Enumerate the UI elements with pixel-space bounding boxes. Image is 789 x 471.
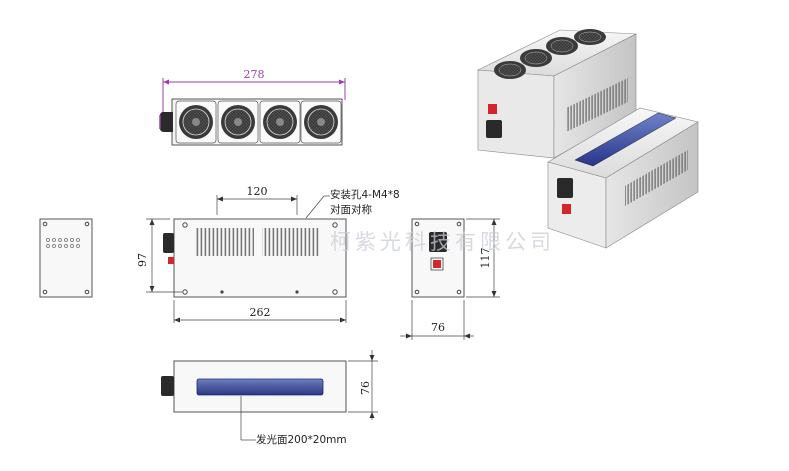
- fan-3: [259, 100, 301, 144]
- front-length-label: 262: [250, 306, 271, 319]
- power-connector-front: [163, 233, 174, 253]
- top-view: 278: [159, 68, 346, 146]
- note-leader: [305, 195, 325, 219]
- power-connector-top: [160, 112, 173, 132]
- fan-4: [300, 100, 342, 144]
- power-connector-bottom: [161, 376, 174, 396]
- side-height-label: 117: [479, 248, 492, 269]
- vent-slots-left: [196, 228, 254, 256]
- render-emitter-unit: [547, 107, 699, 249]
- render-connector-1: [486, 120, 502, 138]
- right-view: 117 76: [400, 218, 500, 340]
- side-width-label: 76: [431, 321, 445, 334]
- mount-hole-note-line1: 安装孔4-M4*8: [330, 188, 400, 201]
- power-switch-front: [168, 257, 174, 264]
- left-view: [39, 218, 93, 298]
- fan-row: [175, 100, 342, 144]
- mount-hole-note-line2: 对面对称: [330, 203, 372, 216]
- render-emitter-window: [574, 112, 677, 167]
- left-view-body: [39, 218, 93, 298]
- watermark: 柯紫光科技有限公司: [330, 230, 555, 254]
- vent-slots-right: [262, 228, 320, 256]
- spacing-label: 120: [247, 185, 268, 198]
- fan-1: [175, 100, 217, 144]
- emitter-label: 发光面200*20mm: [256, 433, 347, 446]
- power-switch-side: [433, 260, 441, 268]
- bottom-view: 76 发光面200*20mm: [161, 350, 378, 446]
- front-height-label: 97: [136, 253, 149, 267]
- render-switch-1: [488, 104, 497, 114]
- bottom-height-label: 76: [359, 381, 372, 395]
- front-view: 120 安装孔4-M4*8 对面对称 97 262: [136, 185, 400, 323]
- render-fan-unit: [476, 29, 638, 159]
- render-connector-2: [557, 178, 573, 198]
- power-connector-side: [429, 232, 447, 252]
- fan-2: [217, 100, 259, 144]
- top-width-label: 278: [244, 68, 265, 81]
- render-switch-2: [562, 204, 571, 214]
